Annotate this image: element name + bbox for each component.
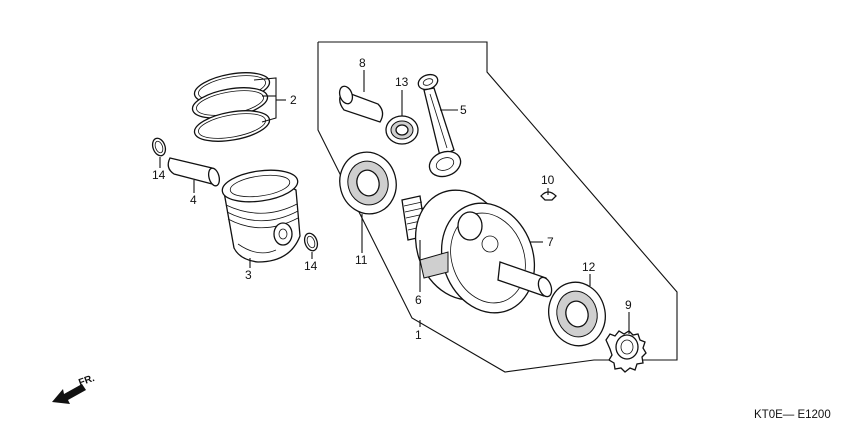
front-direction-indicator: FR.: [52, 373, 96, 404]
callout-4: 4: [190, 193, 197, 207]
callout-5: 5: [460, 103, 467, 117]
callout-12: 12: [582, 260, 596, 274]
callout-10: 10: [541, 173, 555, 187]
callout-13: 13: [395, 75, 409, 89]
diagram-code: KT0E— E1200: [754, 409, 831, 421]
callout-3: 3: [245, 268, 252, 282]
main-bearing-left: [339, 151, 397, 215]
needle-bearing: [385, 115, 419, 145]
piston-pin: [167, 157, 221, 187]
piston: [221, 169, 301, 263]
callout-2: 2: [290, 93, 297, 107]
crankshaft: [401, 189, 553, 314]
woodruff-key: [540, 191, 557, 201]
callout-11: 11: [355, 253, 368, 267]
leader-lines: [159, 70, 630, 334]
front-label: FR.: [77, 373, 96, 389]
callout-1: 1: [415, 328, 422, 342]
connecting-rod: [417, 73, 462, 178]
front-arrow-icon: [52, 384, 86, 404]
callout-9: 9: [625, 298, 632, 312]
timing-sprocket: [605, 330, 647, 373]
piston-pin-clip-left: [151, 137, 167, 157]
callout-8: 8: [359, 56, 366, 70]
main-bearing-right: [548, 281, 606, 347]
callout-6: 6: [415, 293, 422, 307]
piston-pin-clip-right: [303, 232, 319, 252]
piston-rings: [191, 72, 271, 142]
callout-14-right: 14: [304, 259, 318, 273]
crank-pin: [338, 85, 384, 123]
callout-7: 7: [547, 235, 554, 249]
callout-14-left: 14: [152, 168, 166, 182]
